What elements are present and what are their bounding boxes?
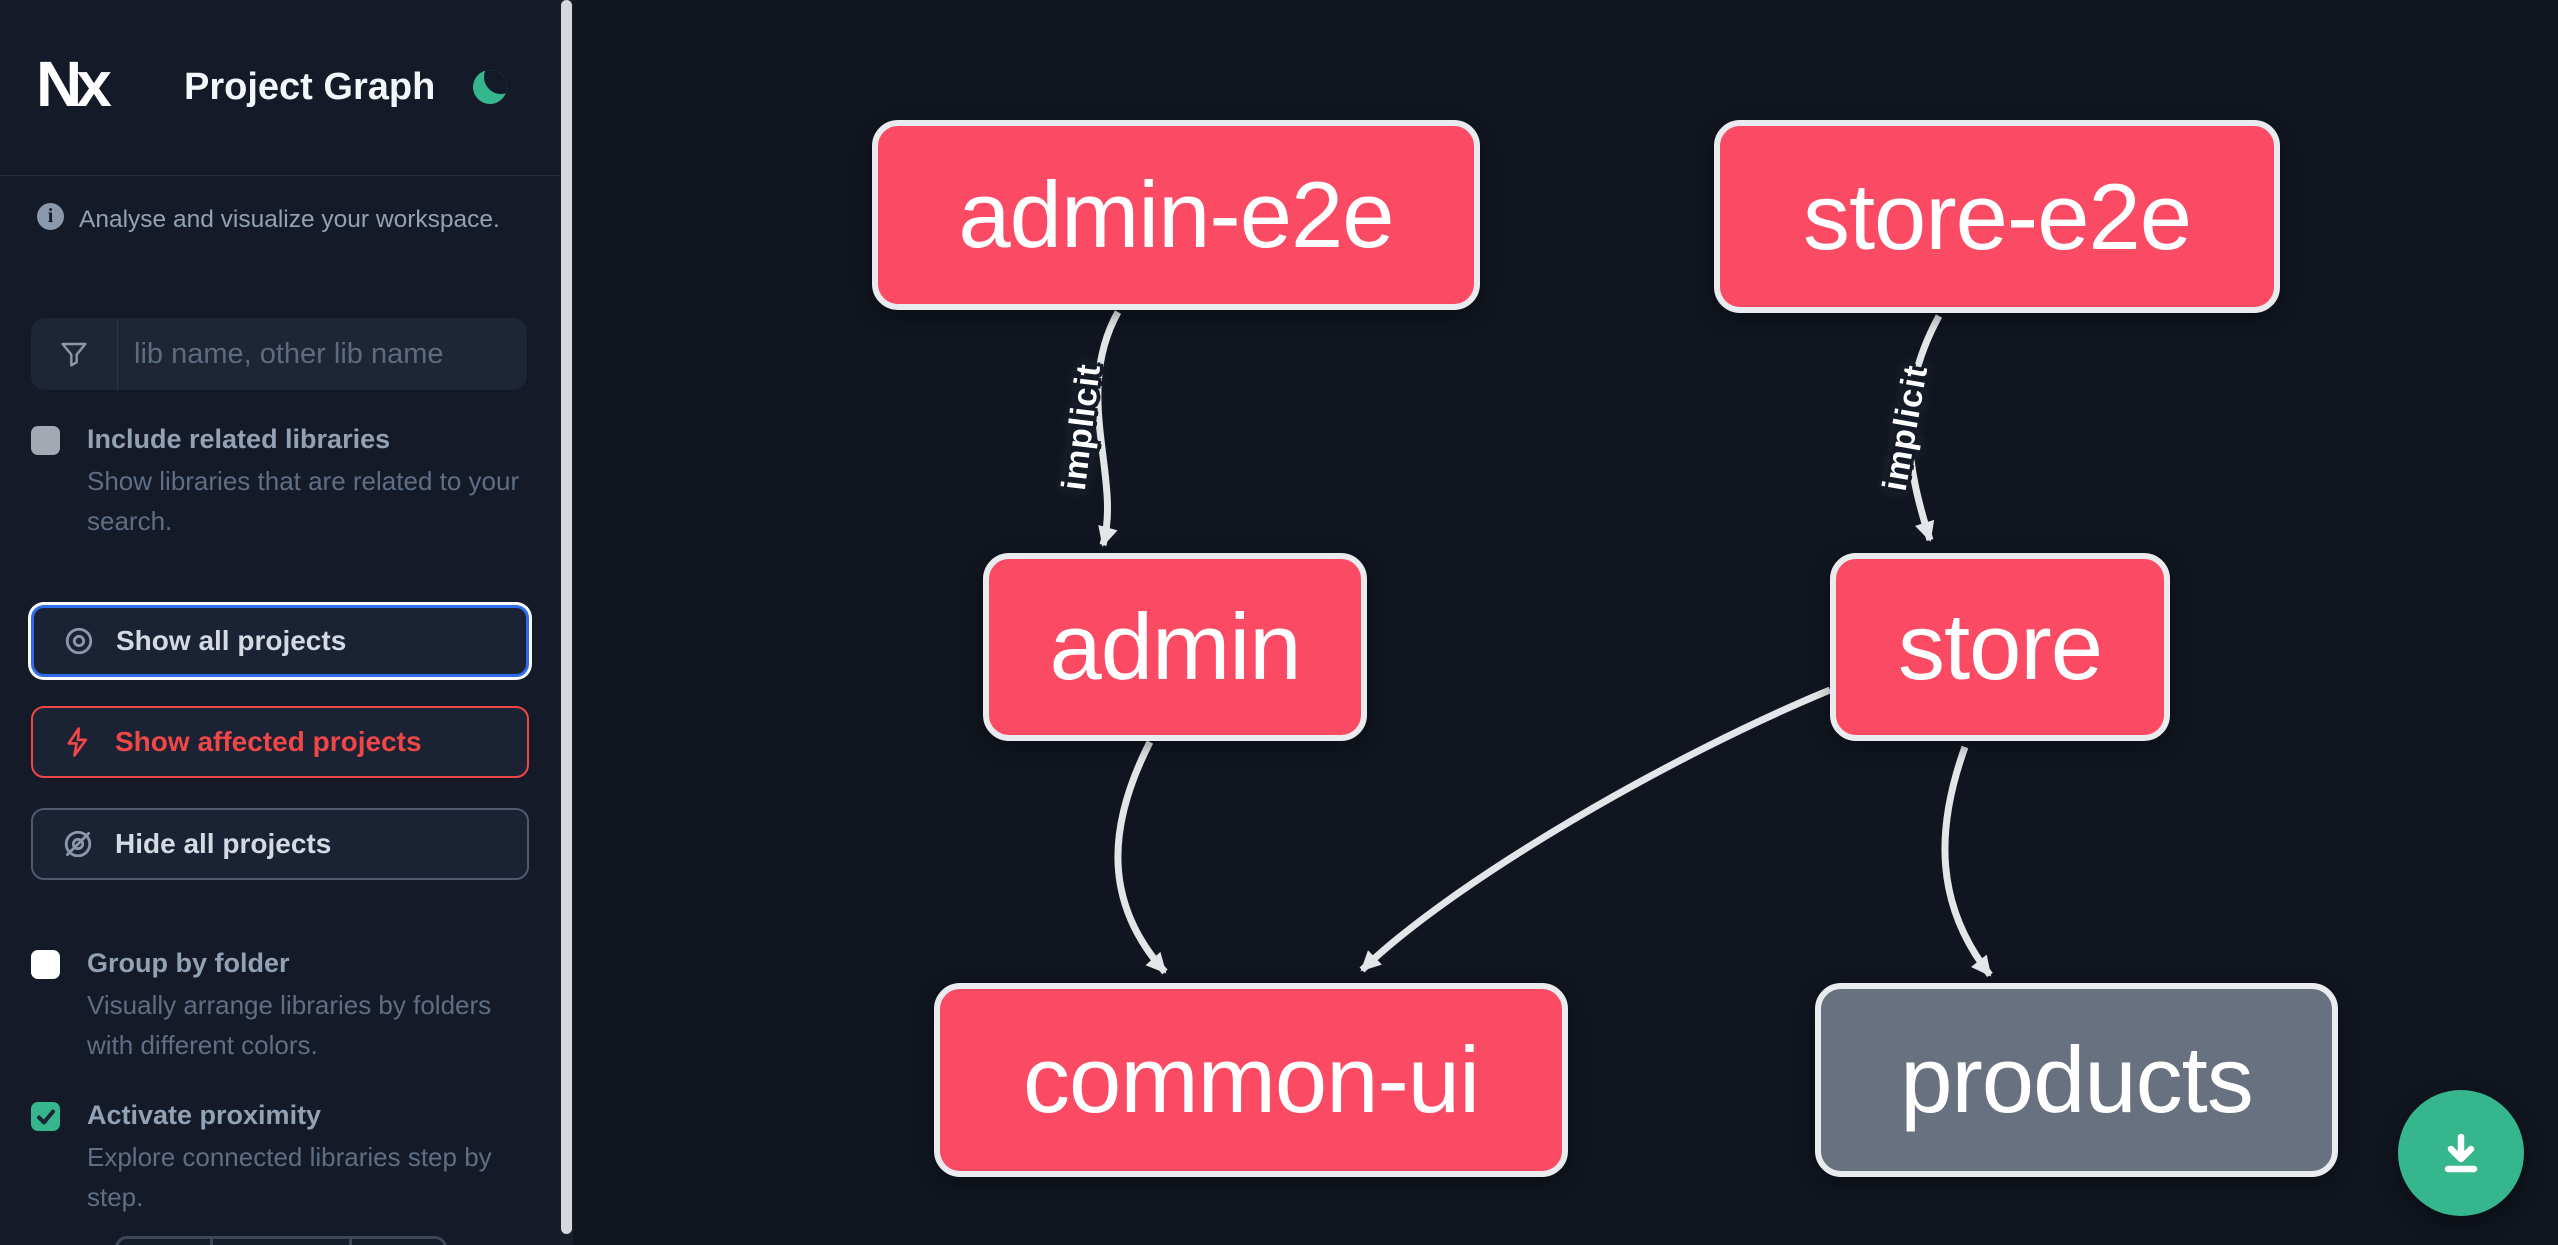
sidebar: Nx Project Graph i Analyse and visualize… — [0, 0, 560, 1245]
header-divider — [0, 175, 560, 176]
checkbox-group-by-folder[interactable] — [31, 950, 60, 979]
graph-node-common-ui[interactable]: common-ui — [934, 983, 1568, 1177]
proximity-value-field[interactable] — [210, 1236, 352, 1245]
eye-off-icon — [61, 827, 95, 861]
checkbox-include-related-libraries[interactable] — [31, 426, 60, 455]
download-icon — [2433, 1125, 2489, 1181]
toggle-description: Show libraries that are related to your … — [87, 466, 520, 536]
graph-node-store-e2e[interactable]: store-e2e — [1714, 120, 2280, 313]
show-all-projects-button[interactable]: Show all projects — [31, 605, 529, 677]
toggle-label: Activate proximity — [87, 1100, 322, 1130]
lightning-icon — [61, 725, 95, 759]
intro-text: Analyse and visualize your workspace. — [79, 206, 500, 233]
proximity-increment-button[interactable] — [352, 1236, 447, 1245]
filter-funnel-icon — [31, 318, 118, 390]
show-affected-projects-button[interactable]: Show affected projects — [31, 706, 529, 778]
search-box — [31, 318, 527, 390]
save-image-button[interactable] — [2398, 1090, 2524, 1216]
toggle-label: Group by folder — [87, 948, 290, 978]
graph-node-admin-e2e[interactable]: admin-e2e — [872, 120, 1480, 310]
toggle-activate-proximity: Activate proximity Explore connected lib… — [31, 1100, 529, 1217]
graph-node-admin[interactable]: admin — [983, 553, 1367, 741]
page-title: Project Graph — [184, 66, 436, 108]
toggle-description: Visually arrange libraries by folders wi… — [87, 990, 492, 1060]
edge-store-to-products — [1941, 745, 1993, 978]
eye-icon — [62, 624, 96, 658]
button-label: Show all projects — [116, 625, 347, 656]
edge-admin-e2e-to-admin — [1094, 310, 1122, 547]
button-label: Hide all projects — [115, 828, 332, 859]
edge-admin-to-common-ui — [1114, 740, 1168, 975]
checkbox-activate-proximity[interactable] — [31, 1102, 60, 1131]
toggle-include-related-libraries: Include related libraries Show libraries… — [31, 424, 529, 541]
proximity-decrement-button[interactable] — [115, 1236, 210, 1245]
graph-node-products[interactable]: products — [1815, 983, 2338, 1177]
toggle-label: Include related libraries — [87, 424, 391, 454]
toggle-description: Explore connected libraries step by step… — [87, 1142, 492, 1212]
graph-node-store[interactable]: store — [1830, 553, 2170, 741]
nx-logo: Nx — [36, 48, 112, 120]
toggle-group-by-folder: Group by folder Visually arrange librari… — [31, 948, 529, 1065]
info-icon: i — [37, 203, 64, 230]
proximity-depth-stepper — [115, 1236, 447, 1245]
sidebar-scrollbar[interactable] — [560, 0, 573, 1245]
theme-toggle-moon-icon[interactable] — [473, 70, 507, 104]
search-input[interactable] — [118, 318, 527, 390]
edge-store-e2e-to-store — [1905, 314, 1943, 542]
edge-store-to-common-ui — [1359, 686, 1832, 973]
scrollbar-thumb[interactable] — [561, 0, 572, 1234]
hide-all-projects-button[interactable]: Hide all projects — [31, 808, 529, 880]
button-label: Show affected projects — [115, 726, 422, 757]
